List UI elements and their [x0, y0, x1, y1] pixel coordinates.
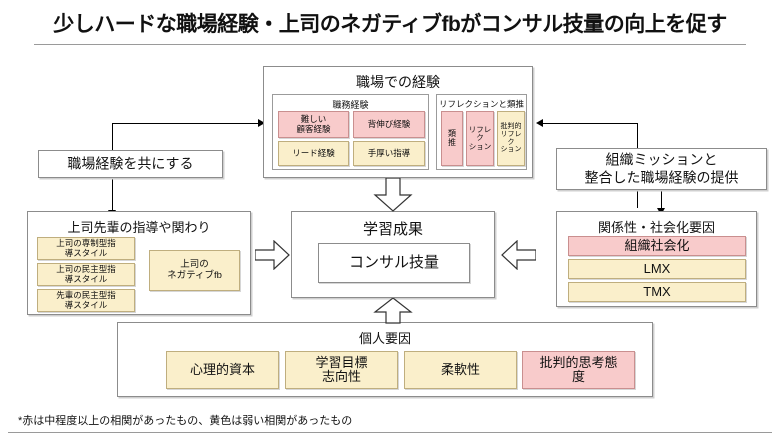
outcome-label: コンサル技量: [348, 253, 439, 271]
chip-line1: 手厚い指導: [367, 147, 411, 158]
block-arrow-up-individual-to-outcome: [373, 298, 413, 324]
supervisor-style-2: 先輩の民主型指 導スタイル: [37, 289, 135, 312]
title-divider: [34, 44, 746, 45]
right-input-line2: 整合した職場経験の提供: [584, 169, 739, 185]
block-arrow-left-relational-to-outcome: [500, 240, 536, 270]
right-input-label: 組織ミッションと 整合した職場経験の提供: [557, 152, 766, 187]
relational-item-1: LMX: [568, 259, 746, 279]
chip-line1: 上司の民主型指: [56, 264, 116, 275]
chip-line2: 導スタイル: [64, 299, 108, 310]
arrowhead-right-to-workplace: [536, 119, 543, 127]
right-input-box: 組織ミッションと 整合した職場経験の提供: [556, 148, 767, 190]
individual-title: 個人要因: [358, 331, 411, 346]
chip-label: LMX: [643, 260, 671, 276]
workplace-experience-title: 職場での経験: [356, 74, 440, 90]
job-experience-chip-2: リード経験: [278, 141, 349, 166]
connector-right-horizontal: [541, 123, 638, 125]
chip-label: 組織社会化: [624, 237, 690, 253]
chip-label: TMX: [643, 283, 671, 299]
individual-box: 個人要因 心理的資本 学習目標 志向性 柔軟性 批判的思考態 度: [117, 322, 653, 397]
block-arrow-right-supervisor-to-outcome: [255, 240, 291, 270]
relational-item-2: TMX: [568, 282, 746, 302]
learning-outcome-value: コンサル技量: [318, 243, 470, 283]
footnote: *赤は中程度以上の相関があったもの、黄色は弱い相関があったもの: [18, 415, 353, 427]
left-input-label: 職場経験を共にする: [67, 155, 194, 172]
chip-line1: 上司の: [180, 259, 209, 271]
job-experience-chip-0: 難しい 顧客経験: [278, 111, 349, 138]
supervisor-box: 上司先輩の指導や関わり 上司の専制型指 導スタイル 上司の民主型指 導スタイル …: [27, 211, 251, 315]
learning-outcome-box: 学習成果 コンサル技量: [291, 211, 495, 298]
chip-line3: ション: [500, 146, 522, 154]
footnote-divider: [8, 432, 772, 433]
chip-line1: 柔軟性: [440, 361, 480, 377]
learning-outcome-title: 学習成果: [362, 221, 423, 238]
chip-line1: 難しい: [300, 114, 327, 125]
chip-line2: 導スタイル: [64, 273, 108, 284]
chip-line1: リフレク: [468, 125, 492, 143]
supervisor-title: 上司先輩の指導や関わり: [67, 220, 211, 235]
chip-line2: ション: [468, 141, 492, 151]
job-experience-chip-3: 手厚い指導: [353, 141, 425, 166]
workplace-experience-box: 職場での経験 職務経験 難しい 顧客経験 背伸び経験 リード経験 手厚い指導 リ…: [263, 66, 533, 178]
chip-line2: 度: [571, 369, 585, 384]
job-experience-chip-1: 背伸び経験: [353, 111, 425, 138]
supervisor-negative-fb: 上司の ネガティブfb: [149, 250, 240, 291]
chip-line2: 導スタイル: [64, 247, 108, 258]
chip-line2: 推: [448, 137, 456, 147]
supervisor-style-1: 上司の民主型指 導スタイル: [37, 263, 135, 286]
reflection-group: リフレクションと類推 類 推 リフレク ション 批判的 リフレク ション: [436, 94, 527, 170]
chip-line2: ネガティブfb: [167, 269, 222, 281]
chip-line1: 学習目標: [315, 354, 368, 370]
chip-line1: 批判的: [500, 123, 522, 131]
connector-left-horizontal: [112, 123, 260, 125]
chip-line1: 上司の専制型指: [56, 238, 116, 249]
relational-title: 関係性・社会化要因: [597, 220, 715, 235]
chip-line1: 批判的思考態: [539, 354, 618, 370]
chip-line1: 先輩の民主型指: [56, 290, 116, 301]
chip-line1: 心理的資本: [189, 361, 255, 377]
individual-item-1: 学習目標 志向性: [285, 351, 398, 389]
left-input-box: 職場経験を共にする: [38, 150, 223, 178]
job-experience-group: 職務経験 難しい 顧客経験 背伸び経験 リード経験 手厚い指導: [272, 94, 429, 170]
chip-line1: 類: [448, 128, 456, 138]
chip-line1: 背伸び経験: [367, 118, 411, 129]
reflection-chip-2: 批判的 リフレク ション: [497, 111, 525, 166]
job-experience-title: 職務経験: [332, 100, 369, 110]
chip-line2: 志向性: [321, 369, 361, 384]
individual-item-2: 柔軟性: [404, 351, 517, 389]
supervisor-style-0: 上司の専制型指 導スタイル: [37, 237, 135, 260]
chip-line2: 顧客経験: [296, 123, 331, 134]
chip-line2: リフレク: [500, 130, 522, 146]
relational-item-0: 組織社会化: [568, 236, 746, 256]
chip-line1: リード経験: [292, 147, 335, 158]
page-title: 少しハードな職場経験・上司のネガティブfbがコンサル技量の向上を促す: [53, 13, 727, 36]
arrowhead-left-to-workplace: [258, 119, 265, 127]
relational-box: 関係性・社会化要因 組織社会化 LMX TMX: [556, 211, 757, 307]
individual-item-0: 心理的資本: [166, 351, 279, 389]
block-arrow-down-workplace-to-outcome: [373, 178, 413, 212]
right-input-line1: 組織ミッションと: [605, 151, 718, 168]
reflection-chip-1: リフレク ション: [466, 111, 494, 166]
individual-item-3: 批判的思考態 度: [522, 351, 635, 389]
connector-right-down-vertical: [661, 188, 663, 210]
reflection-chip-0: 類 推: [441, 111, 463, 166]
reflection-title: リフレクションと類推: [438, 99, 524, 109]
